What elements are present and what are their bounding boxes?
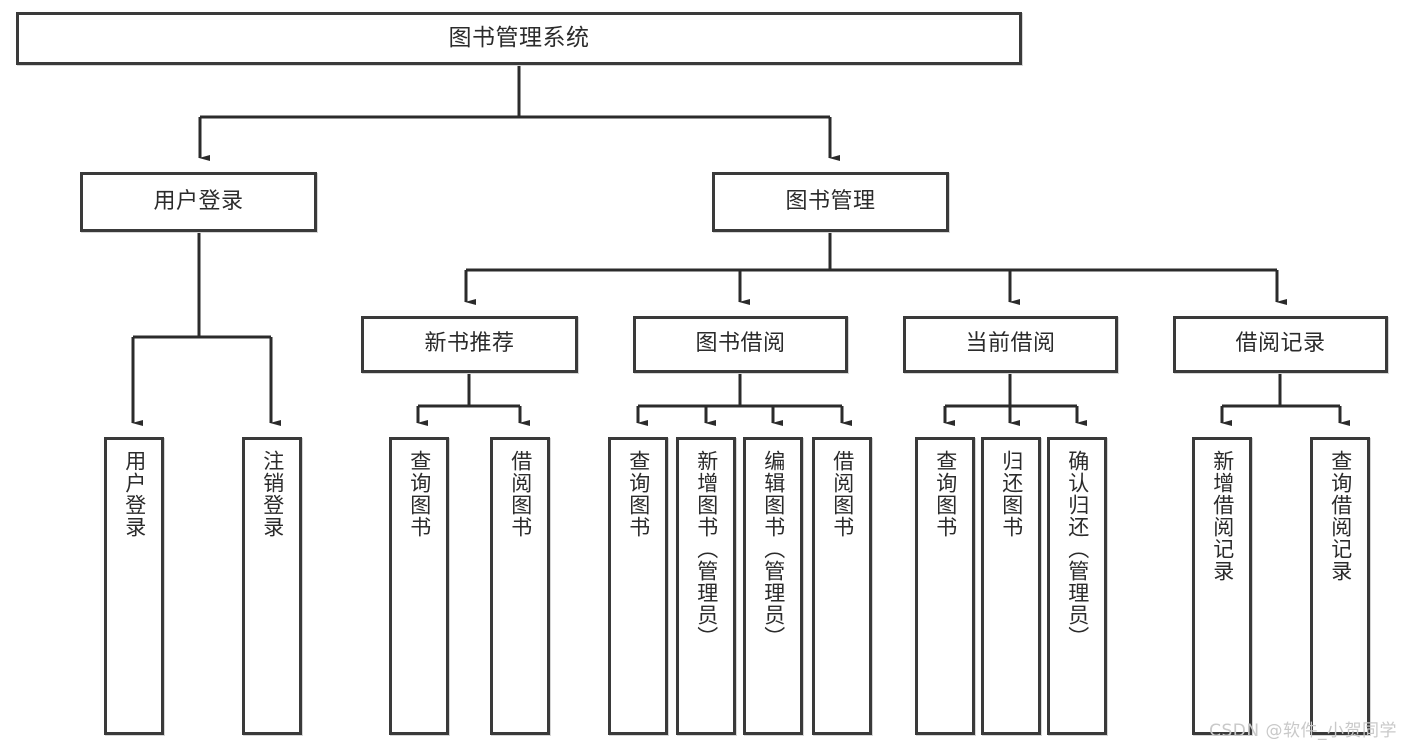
node-label: 借阅记录 <box>1235 331 1326 357</box>
node-label: 查询图书 <box>626 450 651 538</box>
node-label: 用户登录 <box>153 188 244 214</box>
leaf-current-borrow-query-book[interactable]: 查询图书 <box>915 437 975 735</box>
leaf-current-borrow-return-book[interactable]: 归还图书 <box>981 437 1041 735</box>
node-label: 查询图书 <box>407 450 432 538</box>
node-label: 新书推荐 <box>424 331 515 357</box>
node-root-book-management-system[interactable]: 图书管理系统 <box>16 12 1022 65</box>
node-label: 查询图书 <box>933 450 958 538</box>
leaf-borrow-record-add-record[interactable]: 新增借阅记录 <box>1192 437 1252 735</box>
node-current-borrow[interactable]: 当前借阅 <box>903 316 1118 373</box>
node-label: 图书管理 <box>785 188 876 214</box>
leaf-new-book-borrow-book[interactable]: 借阅图书 <box>490 437 550 735</box>
node-borrow-record[interactable]: 借阅记录 <box>1173 316 1388 373</box>
leaf-book-borrow-edit-book-admin[interactable]: 编辑图书（管理员） <box>743 437 803 735</box>
node-label: 图书借阅 <box>695 331 786 357</box>
leaf-book-borrow-borrow-book[interactable]: 借阅图书 <box>812 437 872 735</box>
node-label: 当前借阅 <box>965 331 1056 357</box>
node-user-login[interactable]: 用户登录 <box>80 172 317 232</box>
node-label: 用户登录 <box>122 450 147 538</box>
node-label: 借阅图书 <box>830 450 855 538</box>
node-label: 借阅图书 <box>508 450 533 538</box>
leaf-new-book-query-book[interactable]: 查询图书 <box>389 437 449 735</box>
node-label: 编辑图书（管理员） <box>761 450 786 648</box>
watermark: CSDN @软件_小贺同学 <box>1209 721 1397 741</box>
node-label: 确认归还（管理员） <box>1065 450 1090 648</box>
node-label: 新增借阅记录 <box>1210 450 1235 582</box>
node-label: 新增图书（管理员） <box>694 450 719 648</box>
node-book-borrow[interactable]: 图书借阅 <box>633 316 848 373</box>
leaf-user-login-login[interactable]: 用户登录 <box>104 437 164 735</box>
leaf-current-borrow-confirm-return-admin[interactable]: 确认归还（管理员） <box>1047 437 1107 735</box>
node-label: 归还图书 <box>999 450 1024 538</box>
node-label: 图书管理系统 <box>448 24 590 51</box>
leaf-book-borrow-query-book[interactable]: 查询图书 <box>608 437 668 735</box>
leaf-user-login-logout[interactable]: 注销登录 <box>242 437 302 735</box>
node-label: 查询借阅记录 <box>1328 450 1353 582</box>
leaf-book-borrow-add-book-admin[interactable]: 新增图书（管理员） <box>676 437 736 735</box>
leaf-borrow-record-query-record[interactable]: 查询借阅记录 <box>1310 437 1370 735</box>
node-book-management[interactable]: 图书管理 <box>712 172 949 232</box>
node-new-book-recommend[interactable]: 新书推荐 <box>361 316 578 373</box>
node-label: 注销登录 <box>260 450 285 538</box>
